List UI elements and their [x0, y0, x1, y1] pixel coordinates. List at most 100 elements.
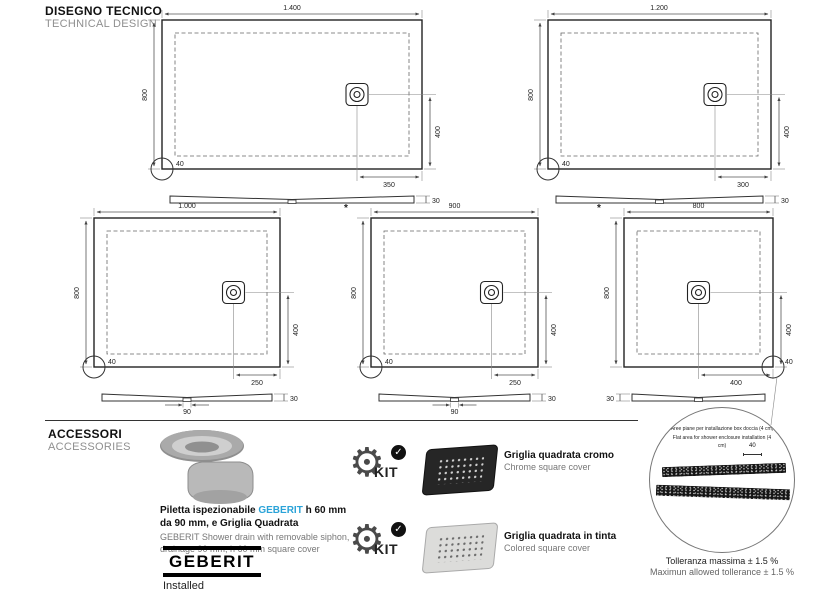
flat-area-dim-line [743, 453, 762, 456]
tolerance-it: Tolleranza massima ± 1.5 % [665, 556, 779, 566]
thickness-dim-label: 30 [548, 396, 556, 403]
drain-horizontal-dimension: 400 [698, 304, 774, 387]
thickness-dim-label: 30 [290, 396, 298, 403]
profile-view: 30 [555, 195, 789, 205]
corner-flat-detail: 40 [82, 355, 116, 379]
height-dim-label: 800 [528, 89, 535, 101]
top-dimension: 1.400 [161, 5, 423, 18]
drain-h-dim-label: 350 [383, 182, 395, 189]
kit-icon: ⚙ KIT ✓ [349, 443, 406, 493]
drain-horizontal-dimension: 250 [233, 304, 281, 387]
page-title-it: DISEGNO TECNICO [45, 4, 163, 18]
technical-drawing-800x800: * 800 800 400 400 40 30 [597, 203, 793, 426]
drain-v-dim-label: 400 [435, 126, 442, 138]
top-dimension: 1.000 [93, 203, 281, 216]
check-badge-icon: ✓ [391, 522, 406, 537]
left-dimension: 800 [528, 19, 546, 170]
height-dim-label: 800 [74, 287, 81, 299]
tolerance-note: Tolleranza massima ± 1.5 % Maximun allow… [628, 556, 816, 577]
page-title-en: TECHNICAL DESIGN [45, 18, 157, 30]
flat-dim-label: 40 [785, 359, 793, 366]
slope-dashed-outline [560, 32, 759, 157]
width-dim-label: 800 [693, 203, 705, 210]
footnote-asterisk: * [344, 203, 348, 214]
drain-width-dim-label: 90 [183, 409, 191, 416]
footnote-asterisk: * [597, 203, 601, 214]
left-dimension: 800 [351, 217, 369, 368]
kit-label: KIT [374, 541, 399, 557]
drain-h-dim-label: 250 [509, 380, 521, 387]
technical-drawing-900x800: * 900 800 400 250 40 30 90 [344, 203, 558, 416]
drain-v-dim-label: 400 [551, 324, 558, 336]
drain-vertical-dimension: 400 [503, 292, 558, 368]
edge-texture-band-bottom [655, 484, 791, 501]
left-dimension: 800 [604, 217, 622, 368]
magnifier-note-en: Flat area for shower enclosure installat… [672, 434, 772, 450]
thickness-dim-label: 30 [606, 396, 614, 403]
drain-v-dim-label: 400 [784, 126, 791, 138]
profile-view: 30 90 [378, 393, 556, 416]
geberit-brand-text: GEBERIT [258, 505, 303, 516]
edge-detail-magnifier: Aree piane per installazione box doccia … [649, 407, 795, 553]
width-dim-label: 1.400 [283, 5, 301, 12]
drain-symbol [221, 280, 246, 305]
drain-horizontal-dimension: 250 [491, 304, 539, 387]
flat-dim-label: 40 [108, 359, 116, 366]
width-dim-label: 900 [449, 203, 461, 210]
geberit-logo-block: GEBERIT Installed [163, 546, 262, 592]
gear-icon: ⚙ [349, 517, 385, 563]
cover-label-en: Colored square cover [504, 543, 591, 553]
technical-drawing-1000x800: 1.000 800 400 250 40 30 90 [74, 203, 300, 416]
magnifier-note: Aree piane per installazione box doccia … [650, 425, 794, 451]
technical-drawing-1400x800: 1.400 800 400 350 40 30 [142, 5, 442, 205]
colored-cover-label: Griglia quadrata in tinta Colored square… [504, 531, 616, 553]
thickness-dim-label: 30 [432, 198, 440, 205]
drain-symbol [345, 82, 369, 107]
thickness-dim-label: 30 [781, 198, 789, 205]
drain-symbol [686, 280, 711, 305]
cover-label-it: Griglia quadrata cromo [504, 450, 615, 461]
drain-symbol [703, 82, 727, 107]
drain-vertical-dimension: 400 [245, 292, 300, 368]
drain-description-it: Piletta ispezionabile GEBERIT h 60 mm da… [160, 505, 347, 529]
page-header: DISEGNO TECNICO TECHNICAL DESIGN [45, 4, 162, 30]
profile-view: 30 [169, 195, 440, 205]
gear-icon: ⚙ [349, 440, 385, 486]
tolerance-en: Maximun allowed tollerance ± 1.5 % [649, 567, 794, 577]
drain-v-dim-label: 400 [786, 324, 793, 336]
drain-v-dim-label: 400 [293, 324, 300, 336]
flat-dim-label: 40 [176, 161, 184, 168]
siphon-image [160, 430, 254, 504]
height-dim-label: 800 [142, 89, 149, 101]
kit-icon: ⚙ KIT ✓ [349, 520, 406, 570]
flat-area-dim-label: 40 [749, 443, 756, 449]
drain-vertical-dimension: 400 [710, 292, 793, 368]
drain-width-dim-label: 90 [451, 409, 459, 416]
drain-vertical-dimension: 400 [727, 94, 791, 170]
kit-label: KIT [374, 464, 399, 480]
chrome-cover-image [421, 444, 499, 496]
corner-flat-detail: 40 [761, 355, 793, 426]
cover-label-it: Griglia quadrata in tinta [504, 531, 617, 542]
corner-flat-detail: 40 [150, 157, 184, 181]
height-dim-label: 800 [604, 287, 611, 299]
left-dimension: 800 [74, 217, 92, 368]
top-dimension: 800 [623, 203, 774, 216]
cover-hole-grid [435, 455, 485, 485]
accessories-title-en: ACCESSORIES [48, 441, 131, 453]
magnifier-note-it: Aree piane per installazione box doccia … [670, 426, 774, 432]
accessories-header: ACCESSORI ACCESSORIES [48, 427, 131, 453]
installed-label: Installed [163, 580, 204, 592]
width-dim-label: 1.200 [650, 5, 668, 12]
corner-flat-detail: 40 [359, 355, 393, 379]
cover-label-en: Chrome square cover [504, 462, 591, 472]
left-dimension: 800 [142, 19, 160, 170]
check-badge-icon: ✓ [391, 445, 406, 460]
top-dimension: 1.200 [547, 5, 772, 18]
top-dimension: 900 [370, 203, 539, 216]
flat-dim-label: 40 [562, 161, 570, 168]
colored-cover-image [421, 522, 499, 574]
profile-view: 30 90 [101, 393, 298, 416]
accessories-title-it: ACCESSORI [48, 427, 123, 441]
drain-vertical-dimension: 400 [369, 94, 442, 170]
